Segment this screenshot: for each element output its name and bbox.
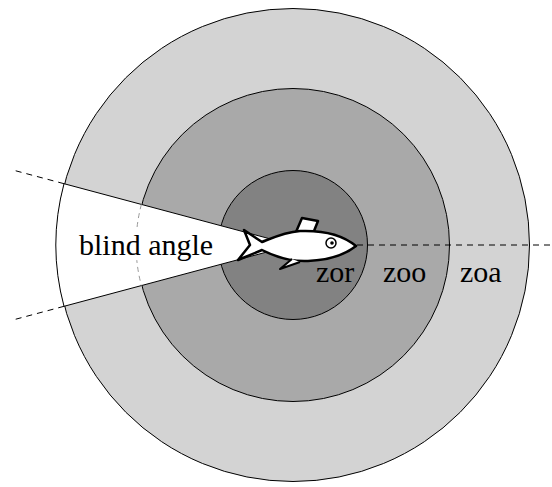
fish-pupil (330, 241, 334, 245)
fish-body (238, 230, 356, 261)
heading-line (357, 245, 552, 246)
pectoral-fin (280, 259, 300, 269)
zone-label: zoa (460, 257, 502, 287)
zone-label: zor (316, 257, 354, 287)
wedge-ray (12, 306, 64, 320)
label-holder: blind angle (0, 0, 138, 30)
zone-label: zoo (383, 257, 426, 287)
wedge-ray (12, 170, 64, 184)
fish-eye (326, 238, 336, 248)
region-label: blind angle (77, 230, 215, 260)
